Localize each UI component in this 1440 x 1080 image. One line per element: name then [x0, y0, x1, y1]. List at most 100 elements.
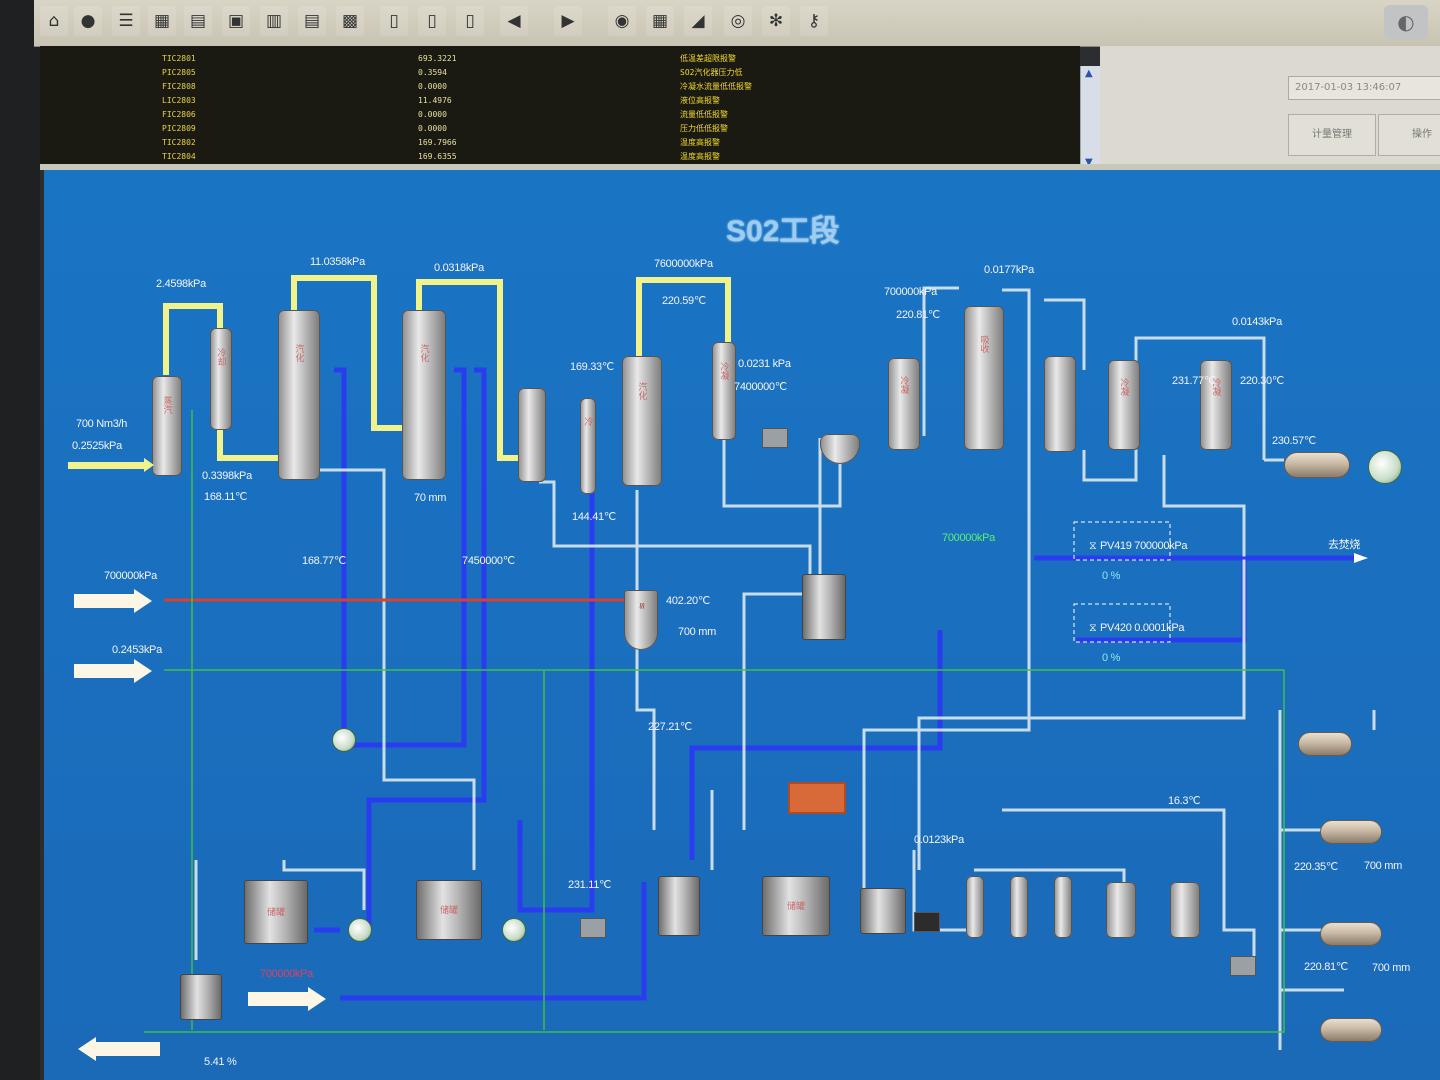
- metering-button[interactable]: 计量管理: [1288, 114, 1376, 156]
- tank-4[interactable]: [658, 876, 700, 936]
- pump-2-icon[interactable]: [348, 918, 372, 942]
- column-14[interactable]: [1054, 876, 1072, 938]
- valve-pv419-value[interactable]: PV419 700000kPa: [1100, 540, 1188, 552]
- valve-opening-value: 0 %: [1102, 652, 1121, 664]
- doc-icon[interactable]: ▯: [456, 6, 484, 36]
- alarm-description: 低温差超限报警: [680, 54, 736, 63]
- condenser-2[interactable]: 冷凝: [712, 342, 736, 440]
- alarm-value: 169.7966: [418, 138, 457, 147]
- alarm-scrollbar[interactable]: ▲ ▼: [1080, 66, 1101, 170]
- pressure-value: 0.2525kPa: [72, 440, 122, 452]
- tank-7[interactable]: [180, 974, 222, 1020]
- print-icon[interactable]: ▦: [646, 6, 674, 36]
- home-icon[interactable]: ⌂: [40, 6, 68, 36]
- table-icon[interactable]: ▤: [184, 6, 212, 36]
- gear-icon[interactable]: ●: [74, 6, 102, 36]
- condenser-1[interactable]: 冷却: [210, 328, 232, 430]
- alarm-tag: TIC2802: [162, 138, 196, 147]
- pump-3-icon[interactable]: [502, 918, 526, 942]
- alarm-icon[interactable]: ◉: [608, 6, 636, 36]
- alarm-value: 169.6355: [418, 152, 457, 161]
- temperature-value: 168.77℃: [302, 555, 346, 567]
- temperature-value: 16.3℃: [1168, 795, 1201, 807]
- report-icon[interactable]: ▥: [260, 6, 288, 36]
- list-icon[interactable]: ☰: [112, 6, 140, 36]
- arrow-left-icon[interactable]: ◀: [500, 6, 528, 36]
- storage-drum-4[interactable]: [1320, 922, 1382, 946]
- valve-pv419-icon[interactable]: ⧖: [1089, 540, 1097, 552]
- doc-icon[interactable]: ▯: [380, 6, 408, 36]
- settings-icon[interactable]: ◎: [724, 6, 752, 36]
- heater-coil[interactable]: ≋: [624, 590, 658, 650]
- operation-button[interactable]: 操作: [1378, 114, 1440, 156]
- alarm-tag: TIC2804: [162, 152, 196, 161]
- column-11[interactable]: 冷凝: [1200, 360, 1232, 450]
- alarm-description: 压力低低报警: [680, 124, 728, 133]
- divider: [40, 164, 1440, 170]
- temperature-value: 169.33℃: [570, 361, 614, 373]
- tank-5[interactable]: 储罐: [762, 876, 830, 936]
- table-icon[interactable]: ▤: [298, 6, 326, 36]
- column-9[interactable]: [1044, 356, 1076, 452]
- fan-icon[interactable]: ✻: [762, 6, 790, 36]
- arrow-right-icon[interactable]: ▶: [554, 6, 582, 36]
- scroll-up-icon[interactable]: ▲: [1085, 68, 1093, 79]
- storage-drum-5[interactable]: [1320, 1018, 1382, 1042]
- column-1[interactable]: 蒸汽: [152, 376, 182, 476]
- fuel-inlet-arrow: [74, 589, 152, 613]
- temperature-value: 220.81℃: [1304, 961, 1348, 973]
- blower-icon[interactable]: [1368, 450, 1402, 484]
- pressure-value: 700000kPa: [260, 968, 313, 980]
- column-8[interactable]: 吸收: [964, 306, 1004, 450]
- column-6[interactable]: 汽化: [622, 356, 662, 486]
- furnace-icon[interactable]: [788, 782, 846, 814]
- flow-value: 700 Nm3/h: [76, 418, 128, 430]
- tank-2[interactable]: 储罐: [244, 880, 308, 944]
- heat-exchanger-2[interactable]: [914, 912, 940, 932]
- heat-exchanger-4[interactable]: [1230, 956, 1256, 976]
- screen-icon[interactable]: ▩: [336, 6, 364, 36]
- column-3[interactable]: 汽化: [402, 310, 446, 480]
- column-7[interactable]: 冷凝: [888, 358, 920, 450]
- storage-drum-1[interactable]: [1284, 452, 1350, 478]
- column-12[interactable]: [966, 876, 984, 938]
- column-16[interactable]: [1170, 882, 1200, 938]
- temperature-value: 220.30℃: [1240, 375, 1284, 387]
- steam-inlet-arrow: [68, 458, 154, 472]
- tank-3[interactable]: 储罐: [416, 880, 482, 940]
- storage-drum-2[interactable]: [1298, 732, 1352, 756]
- scroll-down-icon[interactable]: ▼: [1085, 157, 1093, 168]
- alarm-row[interactable]: TIC2804 169.6355 温度高报警: [40, 150, 1080, 164]
- column-4[interactable]: [518, 388, 546, 482]
- column-15[interactable]: [1106, 882, 1136, 938]
- trend-icon[interactable]: ◢: [684, 6, 712, 36]
- valve-pv420-value[interactable]: PV420 0.0001kPa: [1100, 622, 1185, 634]
- screen-title: S02工段: [726, 215, 840, 248]
- column-13[interactable]: [1010, 876, 1028, 938]
- column-10[interactable]: 冷凝: [1108, 360, 1140, 450]
- grid-icon[interactable]: ▦: [148, 6, 176, 36]
- storage-drum-3[interactable]: [1320, 820, 1382, 844]
- alarm-description: 冷凝水流量低低报警: [680, 82, 752, 91]
- valve-pv420-icon[interactable]: ⧖: [1089, 622, 1097, 634]
- doc-icon[interactable]: ▯: [418, 6, 446, 36]
- heat-exchanger-1[interactable]: [762, 428, 788, 448]
- alarm-description: 温度高报警: [680, 152, 720, 161]
- column-5[interactable]: 冷: [580, 398, 596, 494]
- heat-exchanger-3[interactable]: [580, 918, 606, 938]
- tank-1[interactable]: [802, 574, 846, 640]
- chart-icon[interactable]: ▣: [222, 6, 250, 36]
- column-2[interactable]: 汽化: [278, 310, 320, 480]
- pump-1-icon[interactable]: [332, 728, 356, 752]
- key-icon[interactable]: ⚷: [800, 6, 828, 36]
- alarm-tag: FIC2806: [162, 110, 196, 119]
- tank-6[interactable]: [860, 888, 906, 934]
